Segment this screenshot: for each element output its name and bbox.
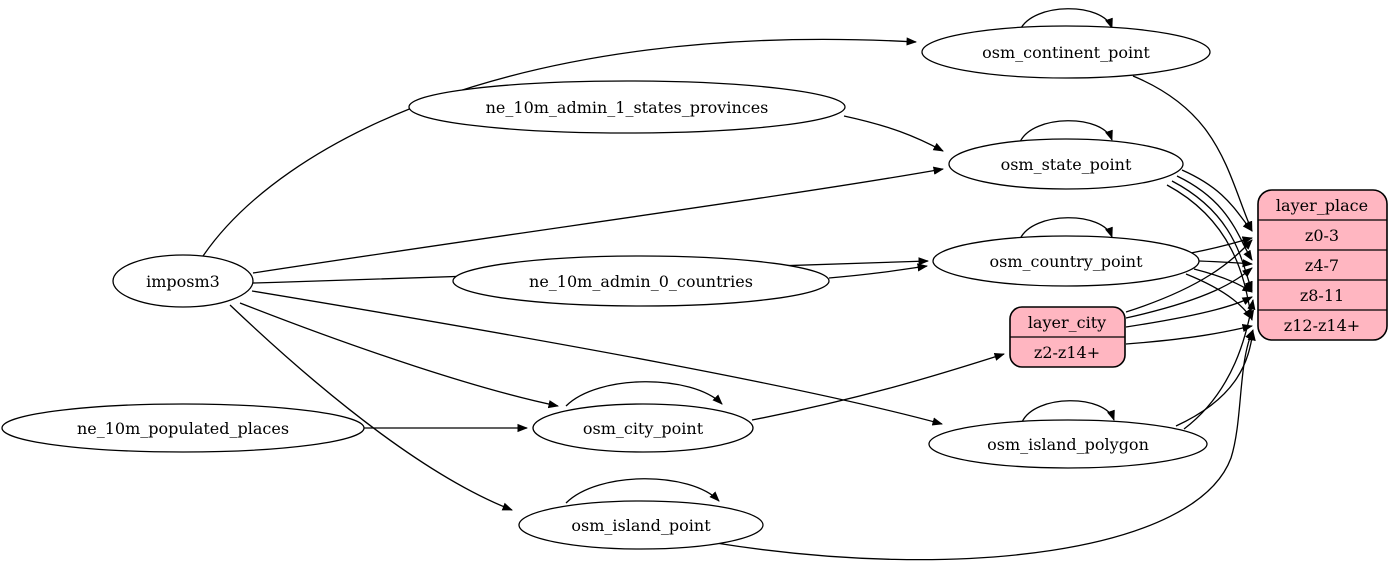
node-ne-10m-populated-places-label: ne_10m_populated_places <box>77 419 289 438</box>
node-osm-country-point-shape <box>932 235 1200 287</box>
node-osm-state-point: osm_state_point <box>948 138 1184 190</box>
self-loop-osm-continent-point <box>1019 8 1113 31</box>
node-layer-city: layer_city z2-z14+ <box>1009 306 1126 368</box>
edge-imposm3-to-osm-continent-point <box>200 37 917 260</box>
self-loop-osm-state-point <box>1019 120 1113 143</box>
edge-layer-city-to-layer-place-z0-3 <box>1125 239 1253 313</box>
node-layer-place: layer_place z0-3 z4-7 z8-11 z12-z14+ <box>1257 189 1388 341</box>
layer-place-title: layer_place <box>1276 196 1368 215</box>
node-ne-10m-populated-places-shape <box>1 403 365 453</box>
edge-ne-admin1-to-osm-state-point <box>843 115 944 152</box>
node-osm-continent-point-shape <box>921 25 1211 79</box>
node-osm-city-point-shape <box>532 403 754 453</box>
node-osm-island-polygon-label: osm_island_polygon <box>987 435 1149 454</box>
edge-group <box>200 8 1256 561</box>
edge-osm-continent-point-to-layer-place-z0-3 <box>1132 75 1253 232</box>
node-osm-country-point: osm_country_point <box>932 235 1200 287</box>
edge-osm-country-point-to-layer-place-z12-z14 <box>1185 273 1253 320</box>
node-ne-10m-admin-1-shape <box>408 80 846 134</box>
edge-osm-city-point-to-layer-city-z2-z14 <box>751 352 1005 421</box>
layer-city-row-z2-z14: z2-z14+ <box>1034 343 1100 362</box>
edge-osm-country-point-to-layer-place-z0-3 <box>1190 236 1253 254</box>
node-layer-place-box <box>1257 189 1388 341</box>
node-imposm3-shape <box>112 254 254 308</box>
node-osm-city-point-label: osm_city_point <box>583 419 704 438</box>
node-osm-country-point-label: osm_country_point <box>989 252 1143 271</box>
node-osm-island-point-shape <box>518 500 764 550</box>
layer-place-row-z12-z14: z12-z14+ <box>1284 316 1360 335</box>
edge-layer-city-to-layer-place-z12-z14 <box>1125 323 1253 345</box>
layer-place-row-z8-11: z8-11 <box>1300 286 1344 305</box>
edge-ne-admin0-to-osm-country-point <box>828 263 928 279</box>
self-loop-osm-country-point <box>1019 217 1113 240</box>
node-osm-state-point-shape <box>948 138 1184 190</box>
node-osm-continent-point-label: osm_continent_point <box>982 43 1150 62</box>
node-osm-island-polygon: osm_island_polygon <box>928 419 1208 469</box>
node-ne-10m-admin-0-shape <box>452 255 830 307</box>
edge-osm-island-polygon-to-layer-place-z12-z14 <box>1175 330 1256 427</box>
layer-place-row-z4-7: z4-7 <box>1305 256 1339 275</box>
node-ne-10m-admin-1-label: ne_10m_admin_1_states_provinces <box>486 98 769 117</box>
node-ne-10m-admin-1-states-provinces: ne_10m_admin_1_states_provinces <box>408 80 846 134</box>
node-osm-island-polygon-shape <box>928 419 1208 469</box>
self-loop-osm-city-point <box>565 381 723 407</box>
node-imposm3-label: imposm3 <box>146 272 220 291</box>
self-loop-osm-island-polygon <box>1021 400 1115 423</box>
edge-osm-island-polygon-to-layer-place-z8-11 <box>1183 299 1256 430</box>
node-osm-island-point: osm_island_point <box>518 500 764 550</box>
layer-place-row-z0-3: z0-3 <box>1305 226 1339 245</box>
layer-city-title: layer_city <box>1028 313 1106 332</box>
edge-osm-country-point-to-layer-place-z4-7 <box>1198 259 1253 268</box>
edge-imposm3-to-osm-island-polygon <box>251 290 943 426</box>
node-ne-10m-admin-0-label: ne_10m_admin_0_countries <box>529 272 753 291</box>
edge-imposm3-to-osm-island-point <box>229 304 513 511</box>
edge-imposm3-to-osm-city-point <box>239 302 559 409</box>
edge-layer-city-to-layer-place-z8-11 <box>1125 296 1253 328</box>
edge-osm-state-point-to-layer-place-z0-3 <box>1181 169 1253 232</box>
node-ne-10m-populated-places: ne_10m_populated_places <box>1 403 365 453</box>
edge-osm-island-point-to-layer-place-z12-z14 <box>715 329 1254 561</box>
self-loop-osm-island-point <box>565 478 720 504</box>
node-ne-10m-admin-0-countries: ne_10m_admin_0_countries <box>452 255 830 307</box>
edge-osm-state-point-to-layer-place-z8-11 <box>1171 180 1253 292</box>
edge-imposm3-to-osm-state-point <box>252 166 944 274</box>
node-osm-city-point: osm_city_point <box>532 403 754 453</box>
edge-osm-state-point-to-layer-place-z4-7 <box>1176 175 1253 261</box>
node-osm-state-point-label: osm_state_point <box>1001 155 1132 174</box>
edge-layer-city-to-layer-place-z4-7 <box>1125 267 1253 319</box>
node-osm-island-point-label: osm_island_point <box>571 516 711 535</box>
node-imposm3: imposm3 <box>112 254 254 308</box>
node-osm-continent-point: osm_continent_point <box>921 25 1211 79</box>
